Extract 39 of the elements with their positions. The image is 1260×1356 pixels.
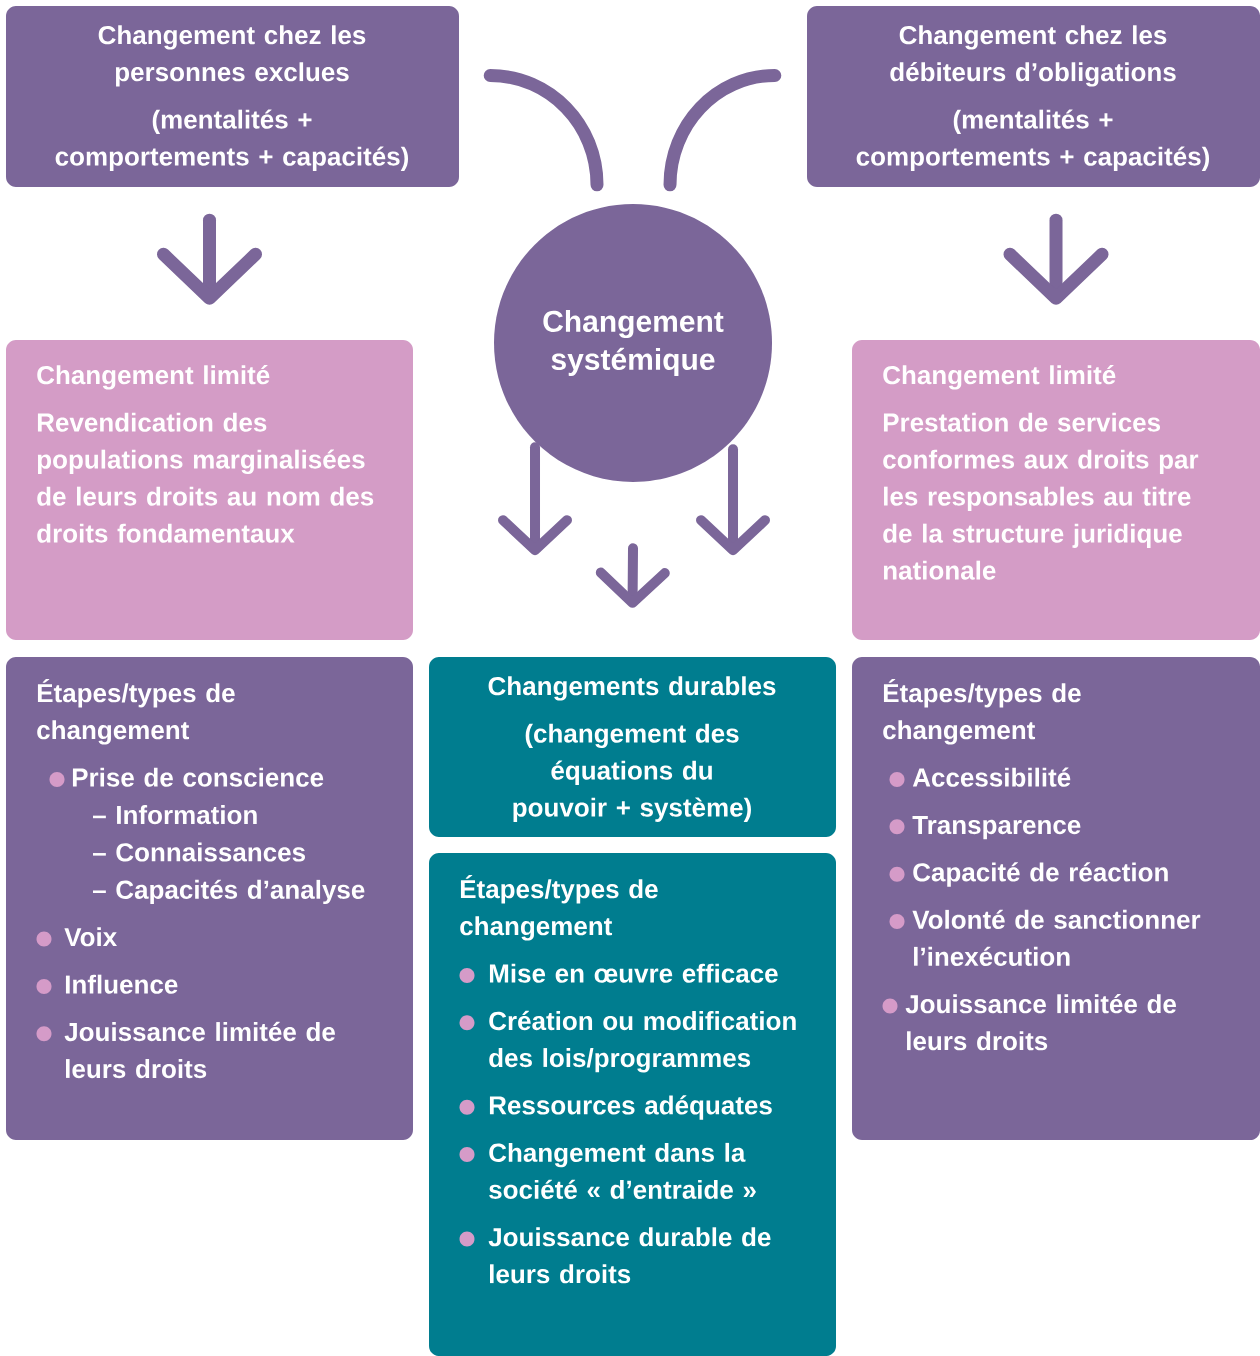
list-item: Volonté de sanctionner l’inexécution: [889, 909, 1201, 966]
list-item: Jouissance limitée de leurs droits: [882, 994, 1176, 1051]
body-text: – Connaissances: [93, 842, 305, 862]
body-text: (changement des équations du pouvoir + système): [513, 723, 751, 822]
list-item: Mise en œuvre efficace: [459, 963, 778, 983]
list-box: [6, 657, 413, 1140]
heading-text: Étapes/types de changement: [37, 679, 235, 745]
body-text: – Capacités d’analyse: [93, 879, 365, 905]
list-item: Voix: [36, 927, 117, 947]
list-item: Changement dans la société « d’entraide »: [459, 1142, 756, 1199]
list-box: [429, 853, 836, 1356]
text-box: [807, 6, 1260, 187]
heading-text: Étapes/types de changement: [883, 679, 1081, 745]
heading-text: Changement limité: [37, 365, 270, 390]
list-item: Jouissance durable de leurs droits: [459, 1227, 771, 1284]
list-item: Transparence: [889, 816, 1081, 840]
list-item: Création ou modification des lois/programmes: [459, 1010, 796, 1073]
text-box: [6, 340, 413, 640]
list-item: Prise de conscience: [49, 767, 324, 787]
list-item: Capacité de réaction: [889, 862, 1168, 887]
list-item: Ressources adéquates: [459, 1095, 772, 1120]
body-text: Revendication des populations marginalisées de leurs droits au nom des droits fondamentaux: [37, 412, 374, 543]
list-item: Accessibilité: [889, 767, 1071, 787]
text-box: [852, 340, 1260, 640]
body-text: (mentalités + comportements + capacités): [55, 109, 409, 171]
list-item: Influence: [36, 974, 178, 994]
body-text: – Information: [93, 805, 257, 825]
circle-node: Changement systémique: [494, 204, 772, 482]
heading-text: Changement limité: [883, 365, 1116, 390]
body-text: (mentalités + comportements + capacités): [856, 109, 1210, 171]
text-box: [6, 6, 459, 187]
list-box: [852, 657, 1260, 1140]
body-text: Prestation de services conformes aux droits par les responsables au titre de la structure juridique nationale: [883, 412, 1199, 580]
text-box: [429, 657, 836, 837]
list-item: Jouissance limitée de leurs droits: [36, 1021, 335, 1079]
heading-text: Changements durables: [488, 676, 776, 701]
heading-text: Changement chez les personnes exclues: [98, 25, 366, 87]
heading-text: Étapes/types de changement: [460, 875, 658, 941]
heading-text: Changement chez les débiteurs d’obligations: [890, 25, 1176, 87]
